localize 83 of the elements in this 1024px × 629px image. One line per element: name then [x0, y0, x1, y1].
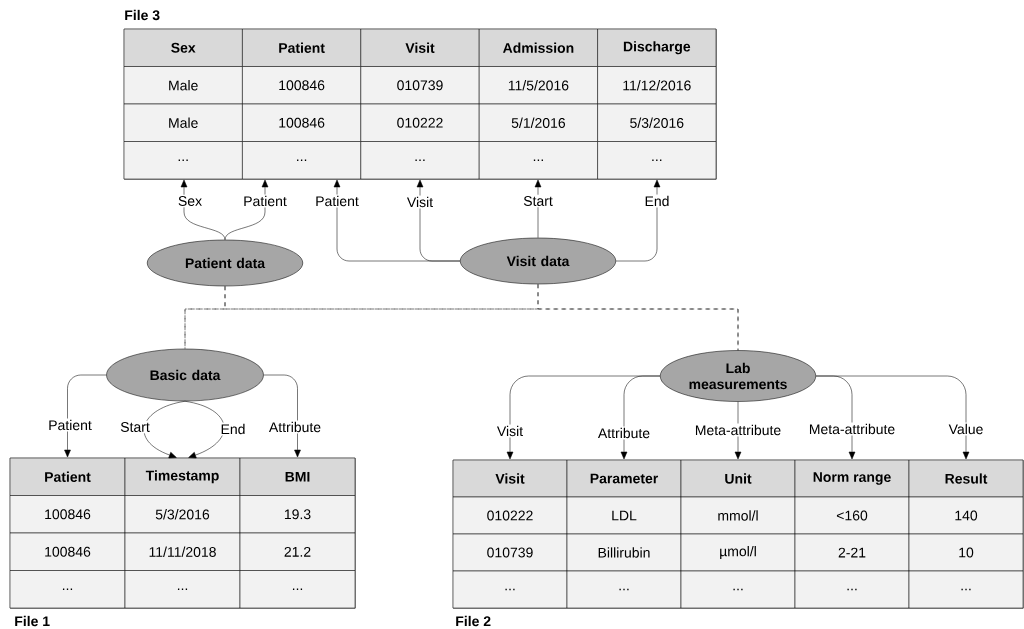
- arrow: [224, 179, 269, 240]
- node-label: File 2: [456, 615, 491, 627]
- header-cell: Visit: [360, 28, 480, 67]
- arrow: [734, 401, 742, 460]
- table-cell: 010222: [452, 496, 568, 535]
- edge-label: Start: [118, 420, 152, 434]
- header-cell: Timestamp: [124, 457, 241, 496]
- table-cell: µmol/l: [680, 533, 796, 572]
- edge-label: Attribute: [596, 426, 652, 440]
- table-cell: 19.3: [239, 495, 356, 534]
- arrow: [534, 179, 542, 238]
- table-cell: mmol/l: [680, 496, 796, 535]
- dashed-line: [537, 284, 739, 351]
- edge-label: Start: [521, 194, 555, 208]
- table-cell: 140: [908, 496, 1024, 535]
- arrow: [263, 374, 301, 458]
- arrow: [143, 401, 186, 459]
- table-cell: 5/3/2016: [597, 103, 717, 142]
- table-cell: 010739: [452, 533, 568, 572]
- table-cell: 11/12/2016: [597, 66, 717, 105]
- header-cell: Parameter: [566, 459, 682, 498]
- table-cell: 10: [908, 533, 1024, 572]
- node-label: File 3: [125, 9, 160, 21]
- table-cell: 5/3/2016: [124, 495, 241, 534]
- table-cell: 010222: [360, 103, 480, 142]
- node-label: File 1: [15, 615, 50, 627]
- header-cell: Discharge: [597, 28, 717, 67]
- table-cell: Billirubin: [566, 533, 682, 572]
- table-cell: ...: [242, 141, 362, 180]
- table-cell: Male: [123, 103, 243, 142]
- edge-label: Meta-attribute: [807, 422, 897, 436]
- arrow: [180, 179, 226, 240]
- table-cell: 2-21: [794, 533, 910, 572]
- table-cell: 5/1/2016: [478, 103, 598, 142]
- table-cell: ...: [908, 570, 1024, 609]
- edge-label: Value: [947, 422, 985, 436]
- header-cell: Patient: [9, 457, 126, 496]
- table-cell: ...: [9, 570, 126, 609]
- header-cell: Visit: [452, 459, 568, 498]
- table-cell: 010739: [360, 66, 480, 105]
- table-cell: 100846: [9, 532, 126, 571]
- table-cell: ...: [566, 570, 682, 609]
- table-cell: ...: [794, 570, 910, 609]
- table-cell: LDL: [566, 496, 682, 535]
- header-cell: Patient: [242, 28, 362, 67]
- arrow: [184, 401, 225, 459]
- edge-label: Meta-attribute: [693, 423, 783, 437]
- edge-label: Patient: [241, 194, 289, 208]
- arrow: [64, 374, 107, 458]
- edge-label: Patient: [46, 418, 94, 432]
- table-cell: ...: [239, 570, 356, 609]
- table-cell: 21.2: [239, 532, 356, 571]
- header-cell: BMI: [239, 457, 356, 496]
- arrow: [815, 375, 970, 460]
- table-cell: 100846: [9, 495, 126, 534]
- table-cell: ...: [360, 141, 480, 180]
- table-cell: 100846: [242, 103, 362, 142]
- table-cell: Male: [123, 66, 243, 105]
- table-cell: <160: [794, 496, 910, 535]
- header-cell: Norm range: [794, 459, 910, 498]
- header-cell: Admission: [478, 28, 598, 67]
- table-cell: ...: [124, 570, 241, 609]
- edge-label: End: [219, 422, 247, 436]
- edge-label: Visit: [405, 195, 435, 209]
- header-cell: Unit: [680, 459, 796, 498]
- table-cell: 100846: [242, 66, 362, 105]
- header-cell: Sex: [123, 28, 243, 67]
- table-cell: ...: [452, 570, 568, 609]
- edge-label: Visit: [495, 424, 525, 438]
- table-cell: ...: [597, 141, 717, 180]
- table-cell: ...: [123, 141, 243, 180]
- edge-label: End: [643, 194, 671, 208]
- table-cell: ...: [478, 141, 598, 180]
- edge-label: Attribute: [267, 420, 323, 434]
- table-cell: 11/5/2016: [478, 66, 598, 105]
- table-cell: 11/11/2018: [124, 532, 241, 571]
- edge-label: Patient: [313, 194, 361, 208]
- edge-label: Sex: [176, 194, 204, 208]
- arrow: [620, 375, 661, 460]
- arrow: [416, 179, 461, 262]
- arrow: [615, 179, 661, 262]
- table-cell: ...: [680, 570, 796, 609]
- header-cell: Result: [908, 459, 1024, 498]
